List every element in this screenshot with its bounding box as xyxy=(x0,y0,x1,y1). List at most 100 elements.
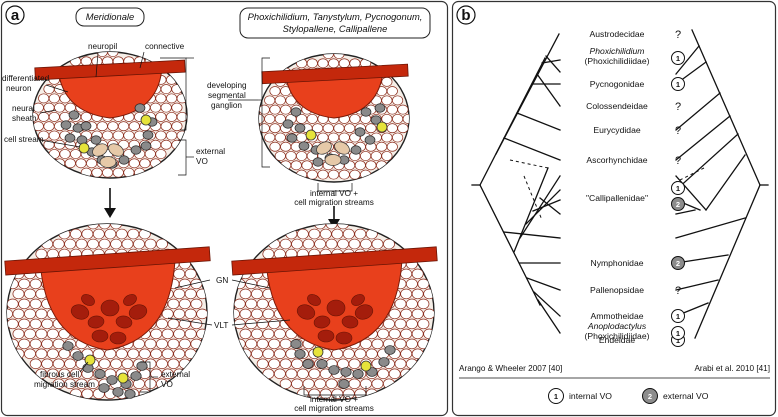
cell xyxy=(342,228,355,240)
neuropil-lobe xyxy=(128,304,148,320)
cell xyxy=(338,58,350,69)
cell xyxy=(411,348,424,360)
cell xyxy=(41,338,54,350)
cell xyxy=(138,228,151,240)
label-fibrous-2: migration stream xyxy=(34,380,95,389)
grey-cell xyxy=(364,135,376,145)
label-internal-vo-1: internal VO + xyxy=(310,189,358,198)
cell xyxy=(196,308,207,320)
cell xyxy=(144,378,157,390)
cell xyxy=(173,268,186,280)
cell xyxy=(98,358,111,370)
grey-cell xyxy=(290,107,302,117)
cell xyxy=(371,238,384,250)
cell xyxy=(160,102,172,113)
cell xyxy=(7,338,19,350)
cell xyxy=(54,139,66,150)
tree-left xyxy=(471,33,561,334)
cell xyxy=(365,228,378,240)
fibrous-stream-marker xyxy=(117,372,129,384)
cell xyxy=(331,228,344,240)
cell xyxy=(296,368,309,380)
cell xyxy=(150,348,163,360)
cell xyxy=(354,348,367,360)
cell xyxy=(150,102,162,113)
cell xyxy=(405,298,418,310)
grey-cell xyxy=(370,115,382,125)
grey-cell xyxy=(340,367,352,377)
cell xyxy=(35,348,48,360)
taxon-row: Colossendeidae? xyxy=(586,101,681,113)
grey-cell xyxy=(354,127,366,137)
badge-number: 1 xyxy=(676,54,680,63)
cell xyxy=(41,318,54,330)
cell xyxy=(302,238,315,250)
cell xyxy=(291,378,304,390)
cell xyxy=(360,238,372,250)
cell xyxy=(12,288,25,300)
cell xyxy=(338,169,350,180)
grey-cell xyxy=(130,145,142,155)
taxon-name: Pallenopsidae xyxy=(590,285,644,295)
citation-left: Arango & Wheeler 2007 [40] xyxy=(459,364,562,373)
cell xyxy=(64,238,77,250)
grey-cell xyxy=(286,133,298,143)
cell xyxy=(190,298,203,310)
cell xyxy=(262,308,275,320)
label-external-vo-1: external xyxy=(196,147,225,156)
cell xyxy=(325,378,338,390)
cell xyxy=(7,278,19,290)
grey-cell xyxy=(290,339,302,349)
cell xyxy=(234,298,246,310)
cell xyxy=(81,228,94,240)
neuropil-lobe xyxy=(317,329,335,343)
label-internal-vo-2: cell migration streams xyxy=(294,198,374,207)
cell xyxy=(12,328,25,340)
cell xyxy=(75,238,88,250)
neuropil-lobe xyxy=(115,315,133,329)
cell xyxy=(166,111,178,122)
cell xyxy=(96,121,108,132)
connective-bottom-left xyxy=(4,246,211,276)
cell xyxy=(29,358,42,370)
grey-cell xyxy=(60,120,72,130)
cell xyxy=(264,132,276,143)
taxon-row: Phoxichilidium(Phoxichilidiidae)1 xyxy=(585,46,685,66)
vo-cell xyxy=(99,156,117,168)
cell xyxy=(354,160,366,171)
neuropil-lobe xyxy=(87,315,105,329)
cell xyxy=(166,130,178,141)
tree-right xyxy=(675,29,769,339)
taxon-family: (Phoxichilidiidae) xyxy=(585,331,650,341)
vo-cell xyxy=(324,154,342,166)
cell xyxy=(184,328,197,340)
grey-cell xyxy=(98,383,110,393)
cell xyxy=(69,228,82,240)
cell xyxy=(405,338,418,350)
cell xyxy=(344,123,356,134)
cell xyxy=(251,348,263,360)
grey-cell xyxy=(94,369,106,379)
label-neural-1: neural xyxy=(12,104,35,113)
cell xyxy=(274,95,286,106)
cell xyxy=(144,238,157,250)
cell xyxy=(397,123,409,134)
legend-internal-badge xyxy=(548,388,564,404)
cell xyxy=(256,318,269,330)
cell xyxy=(48,149,60,159)
cell xyxy=(285,151,297,161)
label-vlt: VLT xyxy=(214,321,228,330)
cell xyxy=(59,111,71,122)
ganglion-bottom-left xyxy=(4,223,211,401)
cell xyxy=(150,328,163,340)
cell xyxy=(365,348,378,360)
taxon-row: Eurycydidae? xyxy=(593,125,681,137)
cell xyxy=(102,167,114,178)
cell xyxy=(325,238,338,250)
callout-lines-top xyxy=(39,51,353,196)
taxon-name: Endeidae xyxy=(599,335,636,345)
cell xyxy=(290,160,302,171)
cell xyxy=(104,228,117,240)
cell xyxy=(12,308,25,320)
